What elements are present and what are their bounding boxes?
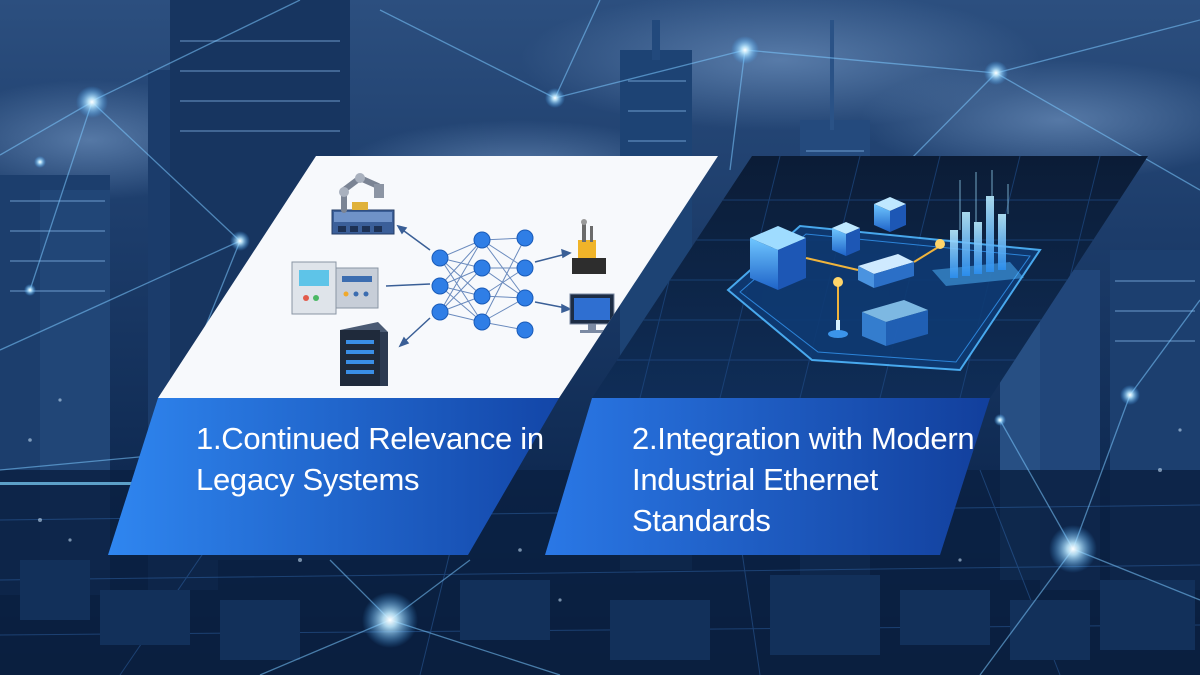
card-ethernet-integration bbox=[545, 156, 1148, 555]
card-2-title: 2.Integration with Modern Industrial Eth… bbox=[632, 418, 992, 541]
lab-equipment-icon bbox=[572, 219, 606, 274]
isometric-server-icon bbox=[750, 197, 906, 290]
card-1-title-line-1: 1.Continued Relevance in bbox=[196, 421, 544, 456]
control-cabinet-icon bbox=[291, 261, 379, 315]
server-rack-icon bbox=[340, 322, 388, 386]
card-1-title: 1.Continued Relevance in Legacy Systems bbox=[196, 418, 556, 500]
card-legacy-systems bbox=[108, 156, 718, 555]
robot-arm-icon bbox=[331, 173, 395, 235]
card-2-title-line-3: Standards bbox=[632, 503, 771, 538]
network-switch-icon bbox=[858, 254, 928, 346]
bar-chart-hologram-icon bbox=[932, 170, 1024, 286]
card-2-title-line-2: Industrial Ethernet bbox=[632, 462, 878, 497]
card-1-title-line-2: Legacy Systems bbox=[196, 462, 420, 497]
city-blocks bbox=[20, 560, 1195, 660]
card-2-title-line-1: 2.Integration with Modern bbox=[632, 421, 975, 456]
building-windows bbox=[10, 40, 1195, 342]
monitor-icon bbox=[569, 293, 615, 333]
